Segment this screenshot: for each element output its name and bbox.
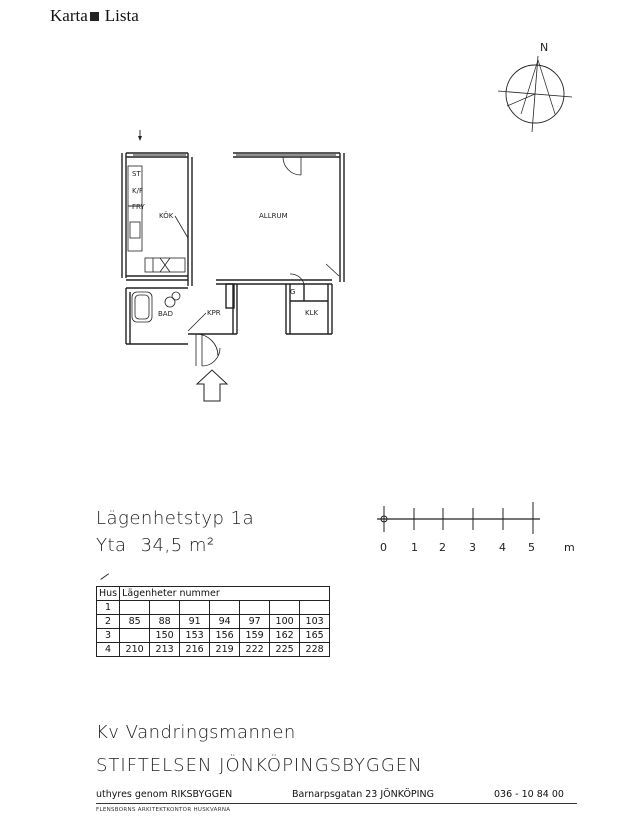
room-label-kf: K/F xyxy=(132,187,143,195)
table-cell-hus: 3 xyxy=(95,628,121,643)
table-header-row: Hus Lägenheter nummer xyxy=(95,586,331,601)
table-cell xyxy=(239,600,271,615)
footer-architect: FLENSBORNS ARKITEKTKONTOR HUSKVARNA xyxy=(96,807,231,813)
footer-rule xyxy=(96,803,577,804)
table-cell: 213 xyxy=(149,642,181,657)
apartment-number-table: Hus Lägenheter nummer 1 2 85 88 91 94 97… xyxy=(95,586,331,657)
table-row: 4 210 213 216 219 222 225 228 xyxy=(95,642,331,657)
scale-tick-5: 5 xyxy=(528,541,535,554)
table-cell: 156 xyxy=(209,628,241,643)
table-cell xyxy=(179,600,211,615)
entry-marker-icon xyxy=(138,136,142,141)
table-cell: 150 xyxy=(149,628,181,643)
area-value: 34,5 m² xyxy=(140,535,215,556)
room-label-fry: FRY xyxy=(132,203,145,211)
table-cell xyxy=(299,600,331,615)
table-tick-mark xyxy=(100,573,110,581)
block-name: Kv Vandringsmannen xyxy=(96,722,296,743)
table-cell: 94 xyxy=(209,614,241,629)
compass-circle-icon xyxy=(505,64,565,124)
table-cell: 85 xyxy=(119,614,151,629)
nav-separator-icon xyxy=(89,12,99,21)
scale-origin-icon xyxy=(380,515,388,523)
table-cell: 162 xyxy=(269,628,301,643)
table-cell: 225 xyxy=(269,642,301,657)
compass-north-label: N xyxy=(540,41,548,54)
scale-tick-1: 1 xyxy=(411,541,418,554)
table-cell: 97 xyxy=(239,614,271,629)
scale-tick-2: 2 xyxy=(439,541,446,554)
room-label-allrum: ALLRUM xyxy=(259,212,288,220)
karta-link[interactable]: Karta xyxy=(50,6,88,25)
area-label: Yta xyxy=(96,535,127,556)
table-cell: 159 xyxy=(239,628,271,643)
table-cell xyxy=(209,600,241,615)
apartment-area: Yta 34,5 m² xyxy=(96,535,215,556)
table-cell: 165 xyxy=(299,628,331,643)
scale-tick-4: 4 xyxy=(499,541,506,554)
table-cell: 88 xyxy=(149,614,181,629)
compass-rose: N xyxy=(495,40,575,140)
scale-unit: m xyxy=(564,541,575,554)
table-row: 3 150 153 156 159 162 165 xyxy=(95,628,331,643)
table-cell: 216 xyxy=(179,642,211,657)
scale-bar: 0 1 2 3 4 5 m xyxy=(372,496,592,560)
room-label-kpr: KPR xyxy=(207,309,221,317)
table-cell: 210 xyxy=(119,642,151,657)
room-label-g: G xyxy=(290,288,295,296)
header-numbers: Lägenheter nummer xyxy=(119,586,331,601)
table-cell xyxy=(269,600,301,615)
apartment-type: Lägenhetstyp 1a xyxy=(96,508,255,529)
table-cell: 103 xyxy=(299,614,331,629)
table-cell xyxy=(119,628,151,643)
table-cell-hus: 2 xyxy=(95,614,121,629)
owner-name: STIFTELSEN JÖNKÖPINGSBYGGEN xyxy=(96,755,423,776)
entrance-arrow-icon xyxy=(195,369,229,402)
table-cell: 91 xyxy=(179,614,211,629)
top-nav: Karta Lista xyxy=(50,6,139,26)
table-cell xyxy=(119,600,151,615)
table-cell: 222 xyxy=(239,642,271,657)
table-cell: 100 xyxy=(269,614,301,629)
scale-tick-3: 3 xyxy=(469,541,476,554)
footer-phone: 036 - 10 84 00 xyxy=(494,789,564,800)
floor-plan: ST K/F FRY KÖK ALLRUM BAD KPR G KLK xyxy=(118,126,353,416)
table-cell: 219 xyxy=(209,642,241,657)
table-cell: 228 xyxy=(299,642,331,657)
table-cell-hus: 4 xyxy=(95,642,121,657)
table-cell-hus: 1 xyxy=(95,600,121,615)
table-cell: 153 xyxy=(179,628,211,643)
footer-address: Barnarpsgatan 23 JÖNKÖPING xyxy=(292,789,434,800)
footer-rented: uthyres genom RIKSBYGGEN xyxy=(96,789,233,800)
room-label-bad: BAD xyxy=(158,310,173,318)
header-hus: Hus xyxy=(95,586,121,601)
room-label-klk: KLK xyxy=(305,309,318,317)
scale-tick-0: 0 xyxy=(380,541,387,554)
table-row: 2 85 88 91 94 97 100 103 xyxy=(95,614,331,629)
table-cell xyxy=(149,600,181,615)
room-label-st: ST xyxy=(132,170,141,178)
room-label-kok: KÖK xyxy=(159,211,174,220)
lista-link[interactable]: Lista xyxy=(104,6,139,25)
table-row: 1 xyxy=(95,600,331,615)
